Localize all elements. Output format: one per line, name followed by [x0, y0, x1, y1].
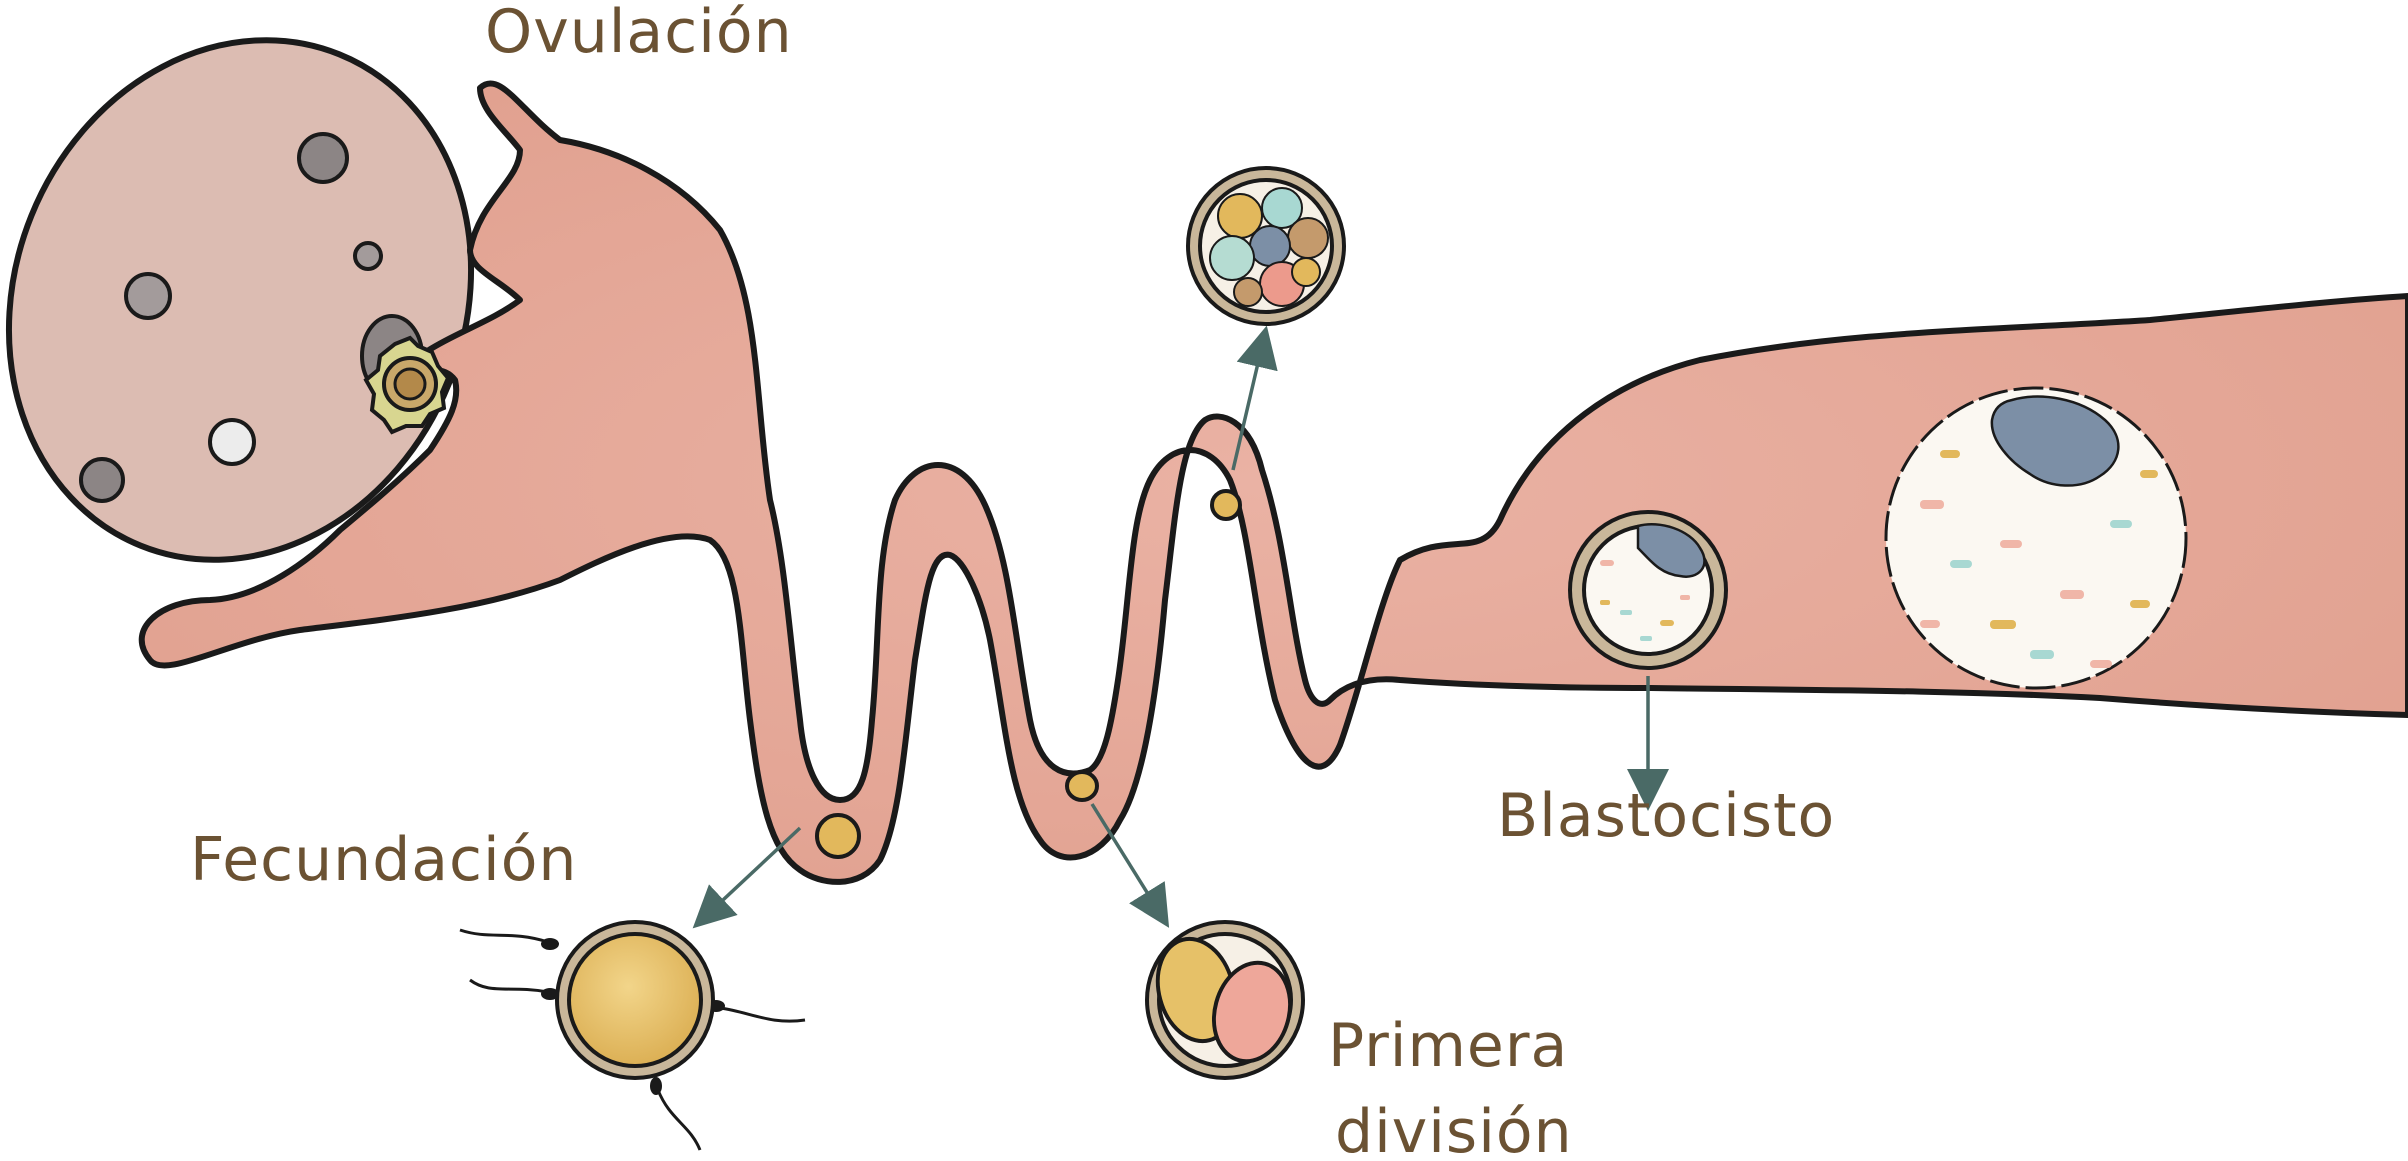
label-ovulation: Ovulación: [485, 0, 793, 67]
fertilized-egg: [460, 922, 805, 1150]
morula: [1188, 168, 1344, 324]
arrow-to-fertilization: [708, 828, 800, 914]
two-cell-embryo: [1147, 922, 1303, 1078]
follicle: [126, 274, 170, 318]
zygote-marker: [817, 815, 859, 857]
two-cell-marker: [1067, 772, 1097, 800]
blastocyst-large: [1886, 388, 2186, 688]
follicle: [355, 243, 381, 269]
label-first-division-line1: Primera: [1328, 1011, 1568, 1081]
blastocyst-small: [1570, 512, 1726, 668]
arrow-to-first-division: [1092, 804, 1158, 910]
morula-marker: [1212, 491, 1240, 519]
follicle: [210, 420, 254, 464]
label-blastocyst: Blastocisto: [1497, 781, 1835, 851]
follicle: [299, 134, 347, 182]
follicle: [81, 459, 123, 501]
label-fertilization: Fecundación: [190, 825, 577, 895]
label-first-division-line2: división: [1335, 1097, 1573, 1161]
